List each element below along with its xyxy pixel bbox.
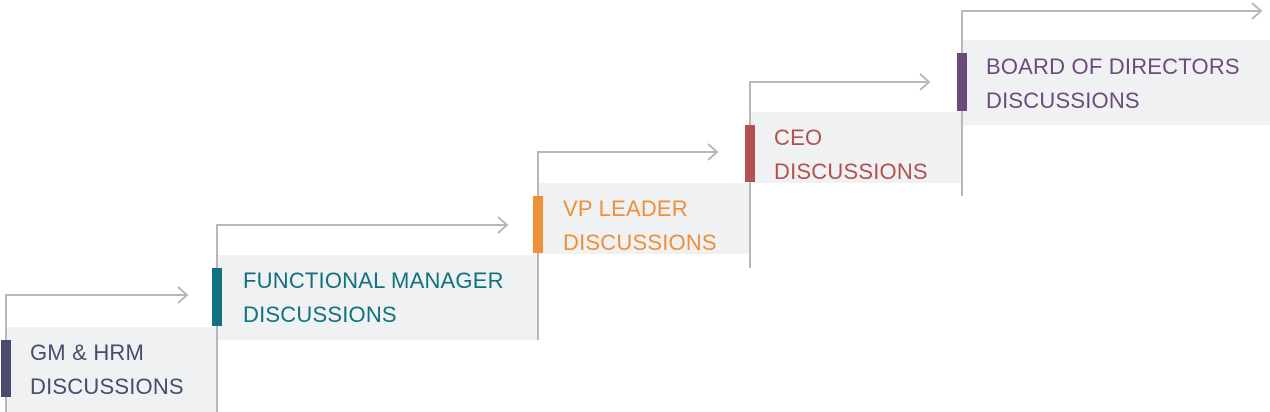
connector-arrow-4 <box>749 81 929 268</box>
connector-arrow-3 <box>537 151 717 340</box>
label-line-2: DISCUSSIONS <box>986 88 1140 113</box>
step-vp-leader <box>539 183 749 254</box>
label-line-1: BOARD OF DIRECTORS <box>986 54 1240 79</box>
step-label-gm-hrm: GM & HRM DISCUSSIONS <box>30 336 184 404</box>
accent-bar-ceo <box>745 125 755 182</box>
step-label-functional-manager: FUNCTIONAL MANAGER DISCUSSIONS <box>243 264 504 332</box>
label-line-1: CEO <box>774 125 823 150</box>
accent-bar-vp-leader <box>533 196 543 253</box>
step-ceo <box>751 112 961 183</box>
label-line-2: DISCUSSIONS <box>774 159 928 184</box>
accent-bar-gm-hrm <box>1 340 11 397</box>
label-line-2: DISCUSSIONS <box>243 302 397 327</box>
arrow-head-2 <box>497 216 509 234</box>
step-label-board: BOARD OF DIRECTORS DISCUSSIONS <box>986 50 1240 118</box>
accent-bar-board <box>957 53 967 111</box>
step-board <box>963 40 1270 125</box>
arrow-head-1 <box>177 286 189 304</box>
label-line-1: VP LEADER <box>563 196 688 221</box>
arrow-head-5 <box>1251 2 1263 20</box>
step-functional-manager <box>218 255 537 340</box>
arrow-head-3 <box>707 143 719 161</box>
step-label-ceo: CEO DISCUSSIONS <box>774 121 928 189</box>
step-label-vp-leader: VP LEADER DISCUSSIONS <box>563 192 717 260</box>
label-line-2: DISCUSSIONS <box>30 374 184 399</box>
step-gm-hrm <box>7 327 216 412</box>
connector-arrow-2 <box>216 224 507 412</box>
label-line-1: GM & HRM <box>30 340 145 365</box>
label-line-2: DISCUSSIONS <box>563 230 717 255</box>
arrow-head-4 <box>919 73 931 91</box>
connector-arrow-5 <box>961 10 1261 196</box>
label-line-1: FUNCTIONAL MANAGER <box>243 268 504 293</box>
accent-bar-functional-manager <box>212 268 222 326</box>
